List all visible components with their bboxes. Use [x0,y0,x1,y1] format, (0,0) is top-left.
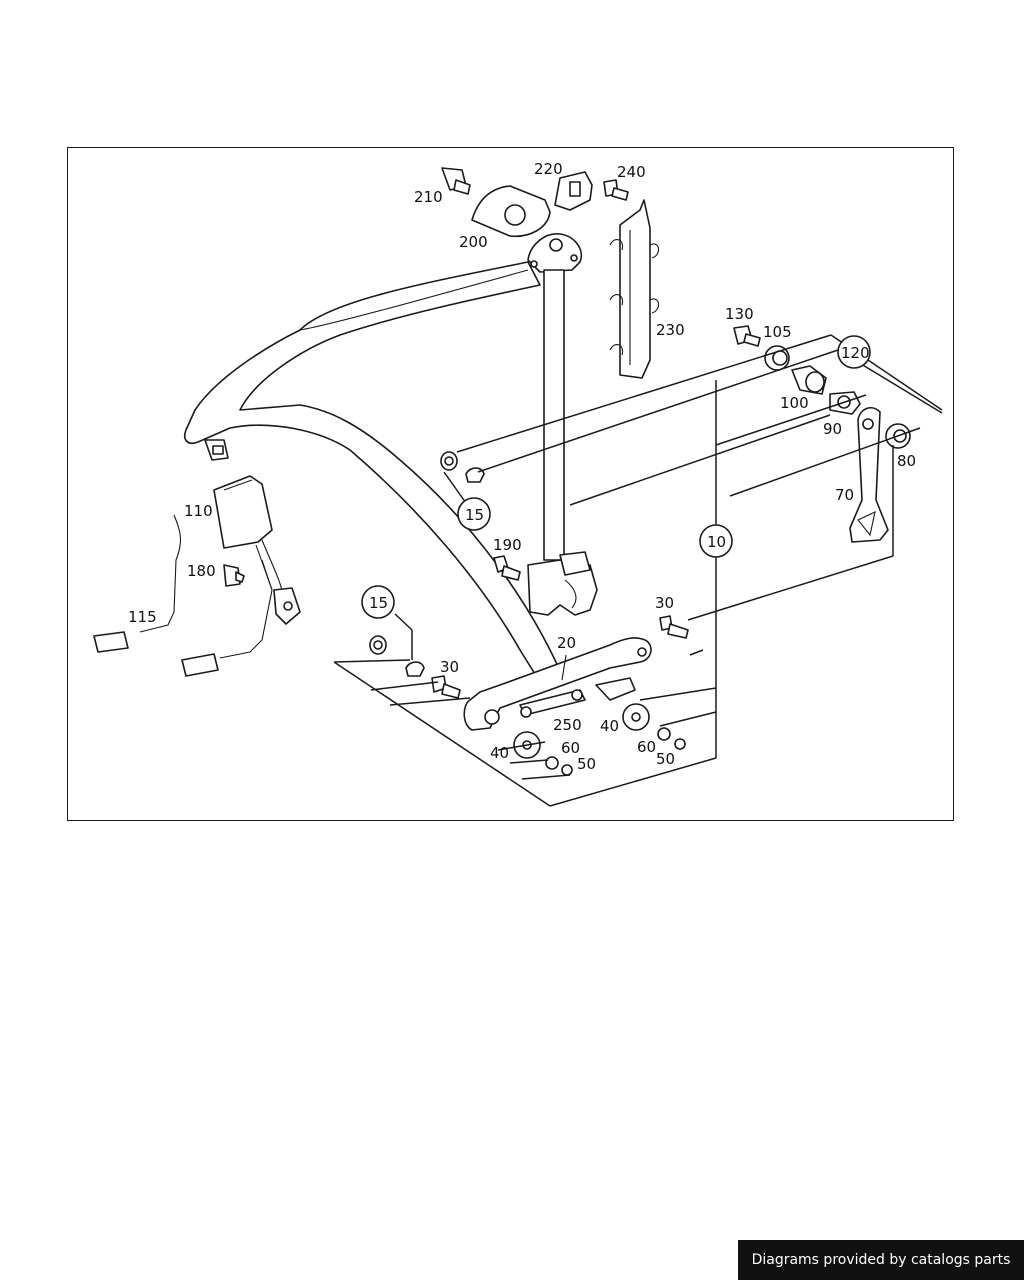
label-105: 105 [763,323,792,341]
label-15-lower: 15 [369,594,388,612]
small-hardware [369,451,689,776]
label-200: 200 [459,233,488,251]
label-70: 70 [835,486,854,504]
label-115: 115 [128,608,157,626]
label-50-right: 50 [656,750,675,768]
guide-rail [609,199,660,379]
circled-callouts [361,335,871,619]
label-240: 240 [617,163,646,181]
label-40-right: 40 [600,717,619,735]
callout-labels: 210 200 220 240 230 130 105 120 100 90 8… [128,160,916,773]
label-210: 210 [414,188,443,206]
label-230: 230 [656,321,685,339]
label-10: 10 [707,533,726,551]
retractor-buckle [527,551,598,616]
label-50-left: 50 [577,755,596,773]
label-120: 120 [841,344,870,362]
label-30-left: 30 [440,658,459,676]
buckle-assembly [93,475,301,677]
label-250: 250 [553,716,582,734]
label-190: 190 [493,536,522,554]
label-15-upper: 15 [465,506,484,524]
top-components [441,167,629,237]
circle-15-upper [457,497,491,531]
leader-lines [333,334,943,807]
circle-120 [837,335,871,369]
label-60-right: 60 [637,738,656,756]
label-80: 80 [897,452,916,470]
right-hardware [733,325,911,543]
diagram-frame [67,147,954,821]
label-110: 110 [184,502,213,520]
label-100: 100 [780,394,809,412]
label-30-right: 30 [655,594,674,612]
label-20: 20 [557,634,576,652]
label-220: 220 [534,160,563,178]
footer-credit: Diagrams provided by catalogs parts [738,1240,1024,1280]
lower-rail [463,637,652,731]
upper-anchor-strap [527,233,582,561]
label-180: 180 [187,562,216,580]
label-90: 90 [823,420,842,438]
belt-webbing [183,261,566,691]
label-40-left: 40 [490,744,509,762]
circle-15-lower [361,585,395,619]
label-130: 130 [725,305,754,323]
label-60-left: 60 [561,739,580,757]
circle-10 [699,524,733,558]
